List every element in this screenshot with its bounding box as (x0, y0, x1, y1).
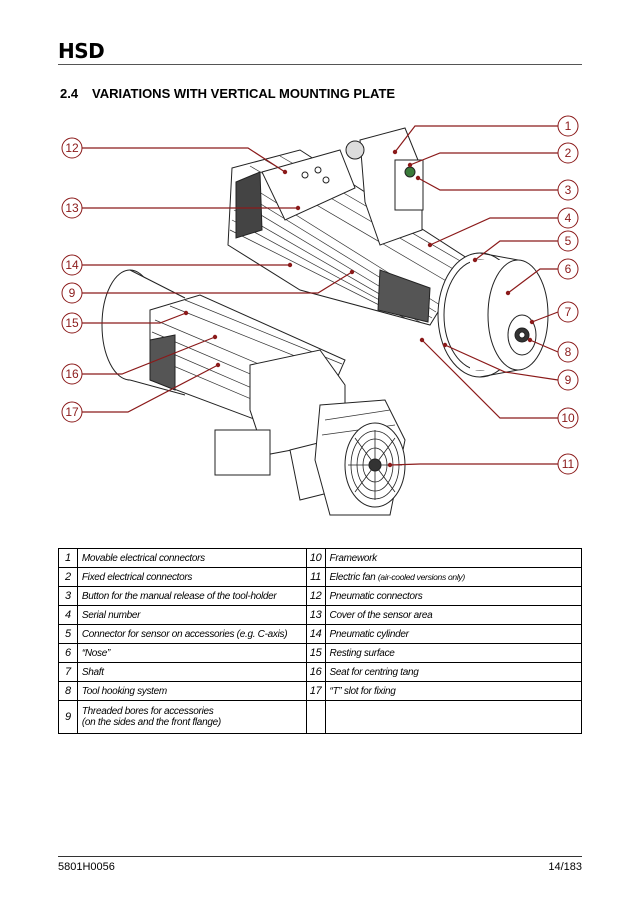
callout-9-left: 9 (61, 282, 83, 304)
hsd-logo: HSD (58, 39, 105, 63)
legend-description: “T” slot for fixing (324, 681, 583, 701)
legend-description: Pneumatic cylinder (324, 624, 583, 644)
table-row: 8 Tool hooking system 17 “T” slot for fi… (58, 681, 583, 701)
legend-description: Tool hooking system (76, 681, 307, 701)
callout-1: 1 (557, 115, 579, 137)
table-row: 5 Connector for sensor on accessories (e… (58, 624, 583, 644)
callout-9-right: 9 (557, 369, 579, 391)
legend-description: Resting surface (324, 643, 583, 663)
callout-7: 7 (557, 301, 579, 323)
svg-text:15: 15 (65, 316, 79, 330)
svg-text:8: 8 (565, 345, 572, 359)
legend-number: 1 (58, 548, 78, 568)
callout-3: 3 (557, 179, 579, 201)
legend-number (305, 700, 326, 734)
parts-legend-table: 1 Movable electrical connectors 10 Frame… (58, 548, 583, 734)
svg-text:14: 14 (65, 258, 79, 272)
callout-17: 17 (61, 401, 83, 423)
document-code: 5801H0056 (58, 861, 115, 873)
legend-description: Threaded bores for accessories(on the si… (76, 700, 307, 734)
svg-text:6: 6 (565, 262, 572, 276)
legend-description: Button for the manual release of the too… (76, 586, 307, 606)
legend-description: Movable electrical connectors (76, 548, 307, 568)
svg-text:17: 17 (65, 405, 79, 419)
legend-description (324, 700, 583, 734)
section-number: 2.4 (60, 86, 79, 101)
lower-spindle (101, 269, 406, 516)
legend-number: 16 (305, 662, 326, 682)
callout-15: 15 (61, 312, 83, 334)
legend-number: 6 (58, 643, 78, 663)
legend-number: 5 (58, 624, 78, 644)
table-row: 2 Fixed electrical connectors 11 Electri… (58, 567, 583, 587)
svg-text:10: 10 (561, 411, 575, 425)
table-row: 4 Serial number 13 Cover of the sensor a… (58, 605, 583, 625)
leader-lines (82, 125, 559, 468)
legend-number: 8 (58, 681, 78, 701)
svg-text:7: 7 (565, 305, 572, 319)
legend-number: 7 (58, 662, 78, 682)
section-title: 2.4 VARIATIONS WITH VERTICAL MOUNTING PLA… (60, 86, 395, 101)
legend-description: Connector for sensor on accessories (e.g… (76, 624, 307, 644)
header-rule (58, 64, 582, 65)
legend-description: Seat for centring tang (324, 662, 583, 682)
legend-number: 10 (305, 548, 326, 568)
callout-16: 16 (61, 363, 83, 385)
callout-4: 4 (557, 207, 579, 229)
callout-12: 12 (61, 137, 83, 159)
section-heading: VARIATIONS WITH VERTICAL MOUNTING PLATE (92, 86, 396, 101)
legend-description-main: Electric fan (329, 571, 376, 583)
table-row: 3 Button for the manual release of the t… (58, 586, 583, 606)
table-row: 6 “Nose” 15 Resting surface (58, 643, 583, 663)
callout-11: 11 (557, 453, 579, 475)
callout-14: 14 (61, 254, 83, 276)
legend-description: Serial number (76, 605, 307, 625)
callout-13: 13 (61, 197, 83, 219)
table-row: 9 Threaded bores for accessories(on the … (58, 700, 583, 734)
legend-number: 4 (58, 605, 78, 625)
svg-text:4: 4 (565, 211, 572, 225)
legend-number: 13 (305, 605, 326, 625)
legend-number: 3 (58, 586, 78, 606)
legend-description: Pneumatic connectors (324, 586, 583, 606)
legend-description: Framework (324, 548, 583, 568)
legend-description-note: (air-cooled versions only) (377, 571, 465, 582)
callout-6: 6 (557, 258, 579, 280)
spindle-illustration: 1 2 3 4 5 6 7 8 9 10 11 12 13 14 9 15 16… (61, 115, 579, 516)
callout-10: 10 (557, 407, 579, 429)
table-row: 1 Movable electrical connectors 10 Frame… (58, 548, 583, 568)
legend-number: 12 (305, 586, 326, 606)
page-number: 14/183 (548, 861, 582, 873)
legend-number: 15 (305, 643, 326, 663)
callout-8: 8 (557, 341, 579, 363)
svg-text:3: 3 (565, 183, 572, 197)
legend-description: “Nose” (76, 643, 307, 663)
svg-text:1: 1 (565, 119, 572, 133)
svg-text:11: 11 (562, 457, 575, 471)
svg-text:9: 9 (565, 373, 572, 387)
svg-text:12: 12 (65, 141, 79, 155)
upper-spindle (227, 127, 549, 378)
callout-5: 5 (557, 230, 579, 252)
legend-number: 17 (305, 681, 326, 701)
svg-text:2: 2 (565, 146, 572, 160)
legend-description: Electric fan (air-cooled versions only) (324, 567, 583, 587)
legend-number: 2 (58, 567, 78, 587)
svg-text:5: 5 (565, 234, 572, 248)
legend-number: 9 (58, 700, 78, 734)
legend-description-line1: Threaded bores for accessories (81, 706, 214, 717)
legend-description: Fixed electrical connectors (76, 567, 307, 587)
legend-description: Cover of the sensor area (324, 605, 583, 625)
legend-description-line2: (on the sides and the front flange) (81, 717, 221, 728)
footer-rule (58, 856, 582, 857)
svg-text:13: 13 (65, 201, 79, 215)
table-row: 7 Shaft 16 Seat for centring tang (58, 662, 583, 682)
svg-text:9: 9 (69, 286, 76, 300)
legend-number: 11 (305, 567, 326, 587)
callout-2: 2 (557, 142, 579, 164)
svg-text:16: 16 (65, 367, 79, 381)
legend-description: Shaft (76, 662, 307, 682)
legend-number: 14 (305, 624, 326, 644)
